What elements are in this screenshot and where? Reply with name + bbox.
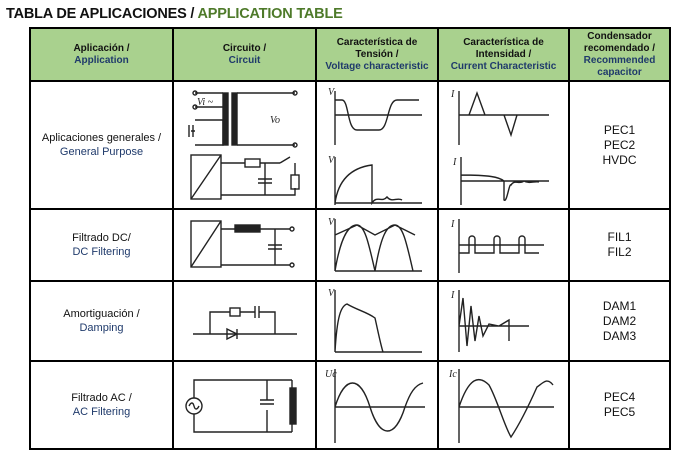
- circuit-diagram: [172, 280, 317, 362]
- table-row: Aplicaciones generales /General Purpose …: [29, 80, 671, 210]
- text-label: V: [328, 288, 336, 299]
- text-label: Voltage characteristic: [325, 60, 429, 72]
- page-title: TABLA DE APLICACIONES / APPLICATION TABL…: [6, 6, 343, 22]
- text-label: PEC4: [603, 390, 636, 404]
- text-label: Característica de Tensión /: [336, 36, 418, 60]
- text-label: V: [328, 217, 336, 228]
- voltage-graph: VV: [328, 87, 422, 205]
- application-cell: Filtrado DC/DC Filtering: [29, 208, 174, 282]
- text-label: Aplicación /: [73, 42, 130, 54]
- voltage-characteristic: Uc: [315, 360, 439, 450]
- voltage-graph: V: [328, 288, 422, 353]
- text-label: AC Filtering: [72, 406, 131, 418]
- text-label: Condensador recomendado /: [583, 30, 656, 54]
- text-label: Recommended capacitor: [583, 54, 656, 78]
- text-label: Current Characteristic: [450, 60, 557, 72]
- text-label: V: [328, 155, 336, 166]
- current-characteristic: Ic: [437, 360, 570, 450]
- text-label: FIL1: [607, 230, 632, 244]
- text-label: DAM1: [602, 298, 637, 313]
- text-label: General Purpose: [59, 146, 144, 158]
- text-label: HVDC: [602, 152, 637, 167]
- text-label: PEC1: [603, 122, 636, 137]
- current-graph: I: [450, 290, 529, 352]
- circuit-diagram: [172, 208, 317, 282]
- current-graph: II: [450, 89, 549, 205]
- text-label: Filtrado AC /: [71, 392, 132, 404]
- text-label: FIL2: [607, 245, 632, 259]
- header-row: Aplicación /Application Circuito /Circui…: [29, 27, 671, 82]
- dc-filter-circuit-image: [189, 220, 295, 268]
- circuit-diagram: Vi ~ Vo: [172, 80, 317, 210]
- text-label: Vi ~: [197, 97, 214, 108]
- text-label: I: [450, 219, 455, 230]
- ac-filter-circuit-image: [185, 379, 297, 433]
- header-circuit: Circuito /Circuit: [172, 27, 317, 82]
- text-label: Filtrado DC/: [72, 232, 131, 244]
- text-label: Damping: [79, 322, 124, 334]
- text-label: V: [328, 87, 336, 98]
- text-label: PEC5: [603, 405, 636, 419]
- header-current: Característica de Intensidad /Current Ch…: [437, 27, 570, 82]
- text-label: Application: [74, 54, 129, 66]
- text-label: DC Filtering: [72, 246, 131, 258]
- voltage-graph: Uc: [325, 369, 425, 443]
- current-graph: I: [450, 219, 544, 273]
- damping-circuit-image: [192, 306, 297, 341]
- text-label: Circuito /: [222, 42, 267, 54]
- transformer-circuit-image: Vi ~ Vo: [187, 90, 300, 200]
- text-label: I: [450, 89, 455, 100]
- header-voltage: Característica de Tensión /Voltage chara…: [315, 27, 439, 82]
- text-label: Aplicaciones generales /: [41, 132, 162, 144]
- application-cell: Filtrado AC / AC Filtering: [29, 360, 174, 450]
- header-application: Aplicación /Application: [29, 27, 174, 82]
- title-es: TABLA DE APLICACIONES /: [6, 6, 198, 22]
- text-label: Vo: [270, 115, 280, 126]
- text-label: PEC2: [603, 137, 636, 152]
- voltage-characteristic: V: [315, 280, 439, 362]
- text-label: I: [452, 157, 457, 168]
- current-characteristic: I: [437, 280, 570, 362]
- title-en: APPLICATION TABLE: [197, 6, 343, 22]
- application-table: Aplicación /Application Circuito /Circui…: [29, 27, 671, 450]
- text-label: Amortiguación /: [63, 308, 140, 320]
- circuit-diagram: [172, 360, 317, 450]
- current-graph: Ic: [449, 369, 554, 443]
- text-label: Característica de Intensidad /: [463, 36, 544, 60]
- text-label: DAM3: [602, 328, 637, 343]
- text-label: Circuit: [228, 54, 261, 66]
- application-cell: Amortiguación / Damping: [29, 280, 174, 362]
- text-label: Ic: [449, 369, 457, 380]
- header-capacitor: Condensador recomendado /Recommended cap…: [568, 27, 671, 82]
- current-characteristic: I: [437, 208, 570, 282]
- voltage-characteristic: V: [315, 208, 439, 282]
- application-cell: Aplicaciones generales / General Purpose: [29, 80, 174, 210]
- voltage-graph: V: [328, 217, 422, 272]
- text-label: Uc: [325, 369, 337, 380]
- text-label: I: [450, 290, 455, 301]
- text-label: DAM2: [602, 313, 637, 328]
